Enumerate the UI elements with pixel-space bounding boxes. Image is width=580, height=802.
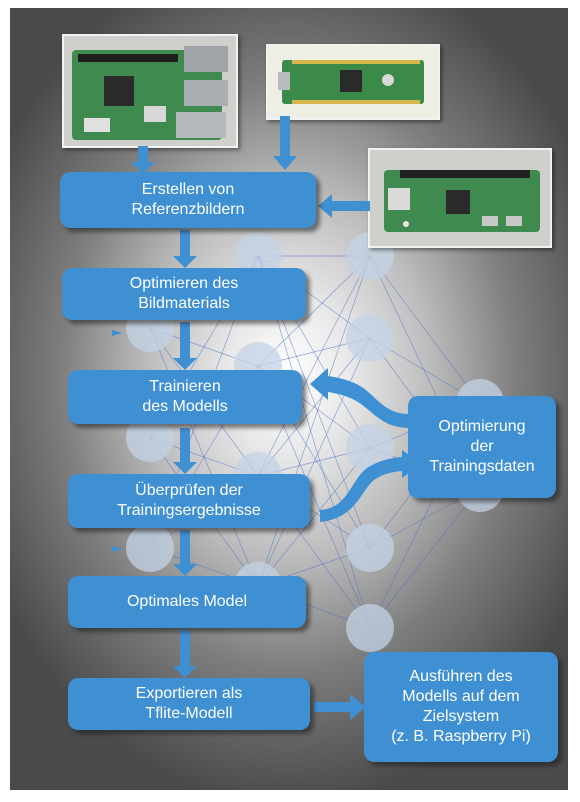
arrow-zero-to-step1-shaft [328,201,370,211]
step-create-reference-images: Erstellen von Referenzbildern [60,172,316,228]
network-connection [257,447,371,587]
network-connection [369,255,481,404]
execute-label: Ausführen des Modells auf dem Zielsystem… [391,668,531,745]
arrow-step6-to-execute-shaft [314,702,352,712]
arrow-step6-to-execute-head [350,694,366,720]
arrow-step3-to-step4-head [173,462,197,474]
arrow-step4-to-step5-shaft [180,530,190,566]
step3-label: Trainieren des Modells [142,378,228,415]
arrow-optimization-to-step3 [310,368,410,428]
step6-label: Exportieren als Tflite-Modell [135,685,243,722]
optimization-training-data: Optimierung der Trainingsdaten [408,396,556,498]
step-optimize-images: Optimieren des Bildmaterials [62,268,306,320]
arrow-board-to-step1-shaft [138,146,148,164]
arrow-step2-to-step3-shaft [180,322,190,360]
network-node [346,314,394,362]
arrow-step5-to-step6-head [173,666,197,678]
arrow-step4-to-optimization [320,450,422,522]
network-node [126,414,174,462]
arrow-board-to-step1-head [131,162,155,174]
raspberry-pi-pico-photo [266,44,440,120]
raspberry-pi-board-photo [62,34,238,148]
network-connection [257,255,371,477]
input-pointer-2 [112,546,122,552]
step4-label: Überprüfen der Trainingsergebnisse [117,482,261,519]
step-check-training-results: Überprüfen der Trainingsergebnisse [68,474,310,528]
network-connection [369,487,481,629]
network-node [346,424,394,472]
arrow-step4-to-step5-head [173,564,197,576]
network-node [346,604,394,652]
step1-label: Erstellen von Referenzbildern [131,181,245,218]
arrow-pico-to-step1-shaft [280,116,290,158]
arrow-step2-to-step3-head [173,358,197,370]
network-connection [257,255,371,587]
step2-label: Optimieren des Bildmaterials [129,275,239,312]
arrow-step5-to-step6-shaft [180,630,190,668]
arrow-zero-to-step1-head [318,194,332,218]
network-node [346,524,394,572]
network-connection [257,255,371,367]
execute-model-target-system: Ausführen des Modells auf dem Zielsystem… [364,652,558,762]
arrow-step1-to-step2-shaft [180,230,190,258]
step-export-tflite: Exportieren als Tflite-Modell [68,678,310,730]
network-node [126,524,174,572]
arrow-step3-to-step4-shaft [180,428,190,464]
network-connection [257,337,371,477]
network-connection [257,337,371,587]
diagram-canvas: Erstellen von Referenzbildern Optimieren… [10,8,568,790]
input-pointer-1 [112,330,122,336]
arrow-step1-to-step2-head [173,256,197,268]
step5-label: Optimales Model [126,593,248,610]
raspberry-pi-zero-photo [368,148,552,248]
step-optimal-model: Optimales Model [68,576,306,628]
optimization-label: Optimierung der Trainingsdaten [429,418,535,475]
step-train-model: Trainieren des Modells [68,370,302,424]
flow-arrows [112,116,422,720]
arrow-pico-to-step1-head [273,156,297,170]
